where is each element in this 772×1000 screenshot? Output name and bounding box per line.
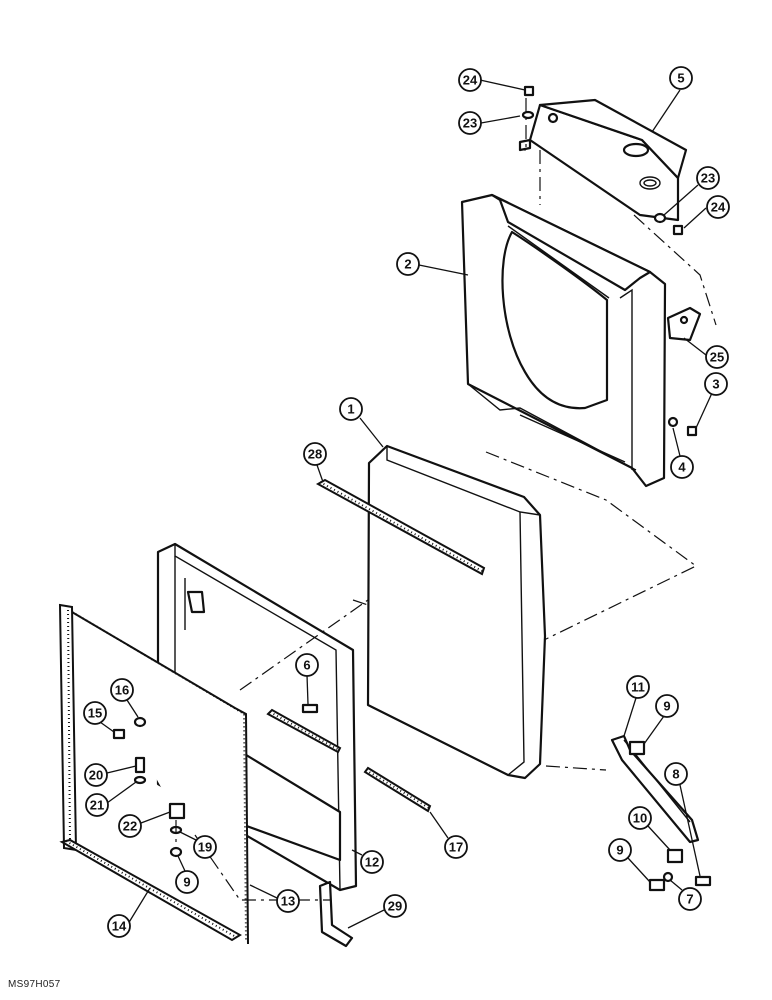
callout-23b-label: 23 [701,171,715,186]
callout-17-label: 17 [449,840,463,855]
seal-strip-middle [266,708,342,754]
callout-2-label: 2 [404,257,411,272]
callout-6: 6 [295,653,319,705]
callout-4-label: 4 [678,460,686,475]
callout-22: 22 [118,811,171,838]
callout-15: 15 [83,701,115,733]
assembly-lines [175,98,717,901]
part-11-support-rod [610,734,700,844]
callout-20-label: 20 [89,768,103,783]
callout-23b: 23 [663,166,720,216]
callout-3: 3 [695,372,728,429]
callout-19: 19 [179,831,217,859]
callout-20: 20 [84,763,137,787]
callout-25-label: 25 [710,350,724,365]
callout-17: 17 [429,811,468,859]
part-5-expansion-tank [518,98,688,222]
callout-12-label: 12 [365,855,379,870]
callout-5: 5 [651,66,693,133]
callout-1-label: 1 [347,402,354,417]
callout-8-label: 8 [672,767,679,782]
callout-21: 21 [85,781,137,817]
part-2-fan-shroud [460,193,667,488]
callout-6-label: 6 [303,658,310,673]
part-17-seal-strip [363,766,432,813]
callout-29: 29 [347,894,407,929]
callout-9a: 9 [643,694,679,745]
callout-10-label: 10 [633,811,647,826]
callout-9b: 9 [175,855,199,894]
callout-14-label: 14 [112,919,127,934]
callout-7-label: 7 [686,892,693,907]
callout-13-label: 13 [281,894,295,909]
callout-24b-label: 24 [711,200,726,215]
callout-4: 4 [670,427,694,479]
callout-25: 25 [683,337,729,369]
callout-3-label: 3 [712,377,719,392]
callout-9a-label: 9 [663,699,670,714]
callout-21-label: 21 [90,798,104,813]
part-13-seal-frame [58,603,249,945]
callout-12: 12 [351,849,384,874]
callout-9c: 9 [608,838,651,883]
callout-24b: 24 [683,195,730,229]
callout-9b-label: 9 [183,875,190,890]
callout-10: 10 [628,806,671,851]
callout-28: 28 [303,442,327,483]
callout-11-label: 11 [631,680,645,695]
callout-22-label: 22 [123,819,137,834]
callout-24a: 24 [458,68,526,92]
callout-8: 8 [664,762,701,877]
hardware-fasteners [112,85,712,892]
callout-23a: 23 [458,111,521,135]
callout-24a-label: 24 [463,73,478,88]
callout-16-label: 16 [115,683,129,698]
part-1-radiator [366,444,547,780]
callout-11: 11 [623,675,650,737]
callout-16: 16 [110,678,139,718]
callout-7: 7 [669,879,702,911]
callout-23a-label: 23 [463,116,477,131]
callout-29-label: 29 [388,899,402,914]
callout-28-label: 28 [308,447,322,462]
callout-5-label: 5 [677,71,684,86]
callout-1: 1 [339,397,384,448]
callout-2: 2 [396,252,469,276]
callout-13: 13 [249,884,300,913]
callout-19-label: 19 [198,840,212,855]
part-14-seal-strip [59,838,242,942]
callout-15-label: 15 [88,706,102,721]
callout-14: 14 [107,887,151,938]
part-25-bracket [666,306,702,342]
drawing-code: MS97H057 [8,979,61,990]
callout-9c-label: 9 [616,843,623,858]
part-29-hose [318,880,354,948]
